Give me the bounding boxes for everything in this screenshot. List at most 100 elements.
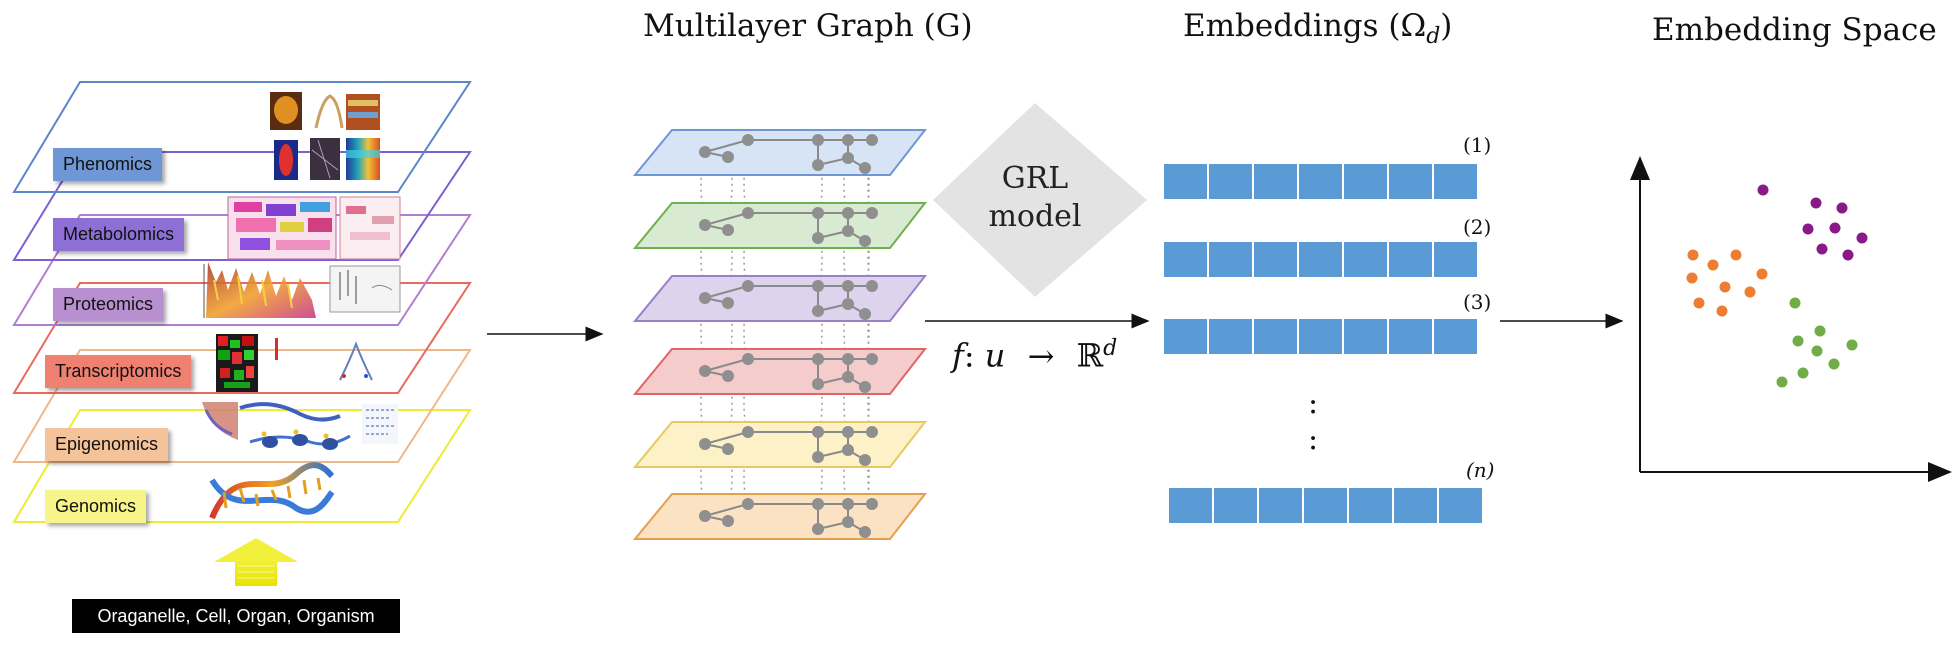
graph-node: [722, 224, 734, 236]
graph-layer-2: [632, 202, 928, 249]
biological-scale-label: Oraganelle, Cell, Organ, Organism: [72, 599, 400, 633]
graph-node: [842, 225, 854, 237]
embedding-point: [1856, 232, 1868, 244]
graph-node: [866, 498, 878, 510]
multilayer-graph-title: Multilayer Graph (G): [643, 8, 973, 44]
label-epigenomics: Epigenomics: [45, 428, 169, 461]
graph-node: [859, 381, 871, 393]
math-f: f: [952, 336, 964, 375]
graph-node: [742, 207, 754, 219]
graph-node: [722, 443, 734, 455]
graph-node: [742, 280, 754, 292]
embedding-point: [1719, 281, 1731, 293]
graph-node: [699, 219, 711, 231]
math-u: u: [984, 336, 1006, 375]
embedding-cell: [1432, 162, 1479, 201]
graph-node: [842, 134, 854, 146]
graph-edge: [704, 139, 749, 153]
graph-node: [866, 280, 878, 292]
graph-node: [722, 370, 734, 382]
graph-node: [699, 365, 711, 377]
embedding-cell: [1432, 317, 1479, 356]
graph-node: [842, 426, 854, 438]
upward-arrow: [214, 538, 298, 586]
graph-node: [812, 353, 824, 365]
embeddings-title: Embeddings (Ωd): [1183, 8, 1452, 49]
omics-plane-epigenomics: [12, 349, 472, 463]
embedding-point: [1776, 376, 1788, 388]
phenomics-images: [270, 92, 380, 180]
embedding-point: [1829, 222, 1841, 234]
embedding-point: [1693, 297, 1705, 309]
embedding-point: [1730, 249, 1742, 261]
embedding-cell: [1432, 240, 1479, 279]
graph-node: [742, 498, 754, 510]
mapping-function: f: u → ℝd: [952, 336, 1117, 375]
graph-edge: [704, 358, 749, 372]
graph-node: [859, 162, 871, 174]
embedding-point: [1744, 286, 1756, 298]
grl-model-label: GRL model: [975, 160, 1095, 236]
embedding-point: [1707, 259, 1719, 271]
embedding-cell: [1162, 317, 1209, 356]
label-proteomics: Proteomics: [53, 288, 164, 321]
embedding-point: [1792, 335, 1804, 347]
graph-node: [742, 426, 754, 438]
metabolomics-image: [227, 196, 401, 260]
embedding-cell: [1207, 162, 1254, 201]
embedding-point: [1828, 358, 1840, 370]
graph-node: [842, 353, 854, 365]
omics-plane-phenomics: [12, 81, 472, 193]
graph-node: [812, 280, 824, 292]
label-metabolomics: Metabolomics: [53, 218, 185, 251]
graph-node: [699, 292, 711, 304]
graph-node: [699, 510, 711, 522]
graph-node: [812, 207, 824, 219]
graph-node: [859, 308, 871, 320]
graph-layer-1: [632, 129, 928, 176]
graph-node: [699, 146, 711, 158]
omics-plane-genomics: [12, 409, 472, 523]
graph-node: [812, 498, 824, 510]
embedding-index-1: (1): [1463, 133, 1492, 157]
embedding-vectors: [1162, 162, 1484, 525]
graph-layer-4: [632, 348, 928, 395]
embedding-point: [1686, 272, 1698, 284]
label-phenomics: Phenomics: [53, 148, 163, 181]
embedding-space-title: Embedding Space: [1652, 12, 1937, 48]
graph-node: [812, 134, 824, 146]
embedding-cell: [1437, 486, 1484, 525]
multilayer-graph: [632, 129, 928, 540]
label-genomics: Genomics: [45, 490, 147, 523]
embeddings-title-subscript: d: [1426, 24, 1441, 50]
embedding-cell: [1162, 240, 1209, 279]
embedding-cell: [1257, 486, 1304, 525]
grl-line2: model: [988, 199, 1082, 234]
graph-node: [859, 526, 871, 538]
graph-node: [859, 235, 871, 247]
proteomics-image: [203, 262, 401, 318]
graph-edge: [704, 431, 749, 445]
graph-layer-5: [632, 421, 928, 468]
embedding-cell: [1252, 317, 1299, 356]
graph-layer-3: [632, 275, 928, 322]
graph-edge: [704, 503, 749, 517]
embedding-index-2: (2): [1463, 215, 1492, 239]
graph-node: [722, 151, 734, 163]
embedding-cell: [1387, 162, 1434, 201]
graph-node: [812, 232, 824, 244]
graph-edge: [704, 212, 749, 226]
graph-node: [842, 152, 854, 164]
epigenomics-image: [202, 402, 398, 450]
embedding-point: [1802, 223, 1814, 235]
embedding-cell: [1207, 317, 1254, 356]
vdot-bottom: :: [1307, 422, 1319, 457]
embedding-point: [1756, 268, 1768, 280]
graph-node: [812, 378, 824, 390]
embedding-point: [1816, 243, 1828, 255]
embedding-cell: [1297, 162, 1344, 201]
embedding-cell: [1252, 240, 1299, 279]
graph-node: [842, 371, 854, 383]
